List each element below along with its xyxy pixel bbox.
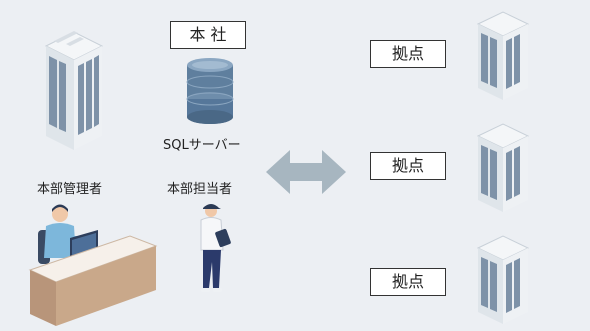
database-icon [186, 58, 234, 124]
admin-caption: 本部管理者 [37, 182, 103, 197]
branch-label-2: 拠点 [370, 152, 446, 180]
branch-building-icon-1 [476, 11, 530, 100]
staff-caption: 本部担当者 [167, 182, 233, 197]
headquarters-label: 本 社 [170, 21, 246, 49]
branch-label-3: 拠点 [370, 268, 446, 296]
branch-building-icon-2 [476, 123, 530, 212]
hq-building-icon [44, 31, 104, 150]
admin-at-desk-icon [28, 204, 158, 326]
sql-server-caption: SQLサーバー [163, 138, 241, 153]
staff-with-tablet-icon [200, 204, 231, 292]
bidirectional-arrow-icon [266, 150, 346, 194]
branch-label-1: 拠点 [370, 40, 446, 68]
branch-building-icon-3 [476, 235, 530, 324]
